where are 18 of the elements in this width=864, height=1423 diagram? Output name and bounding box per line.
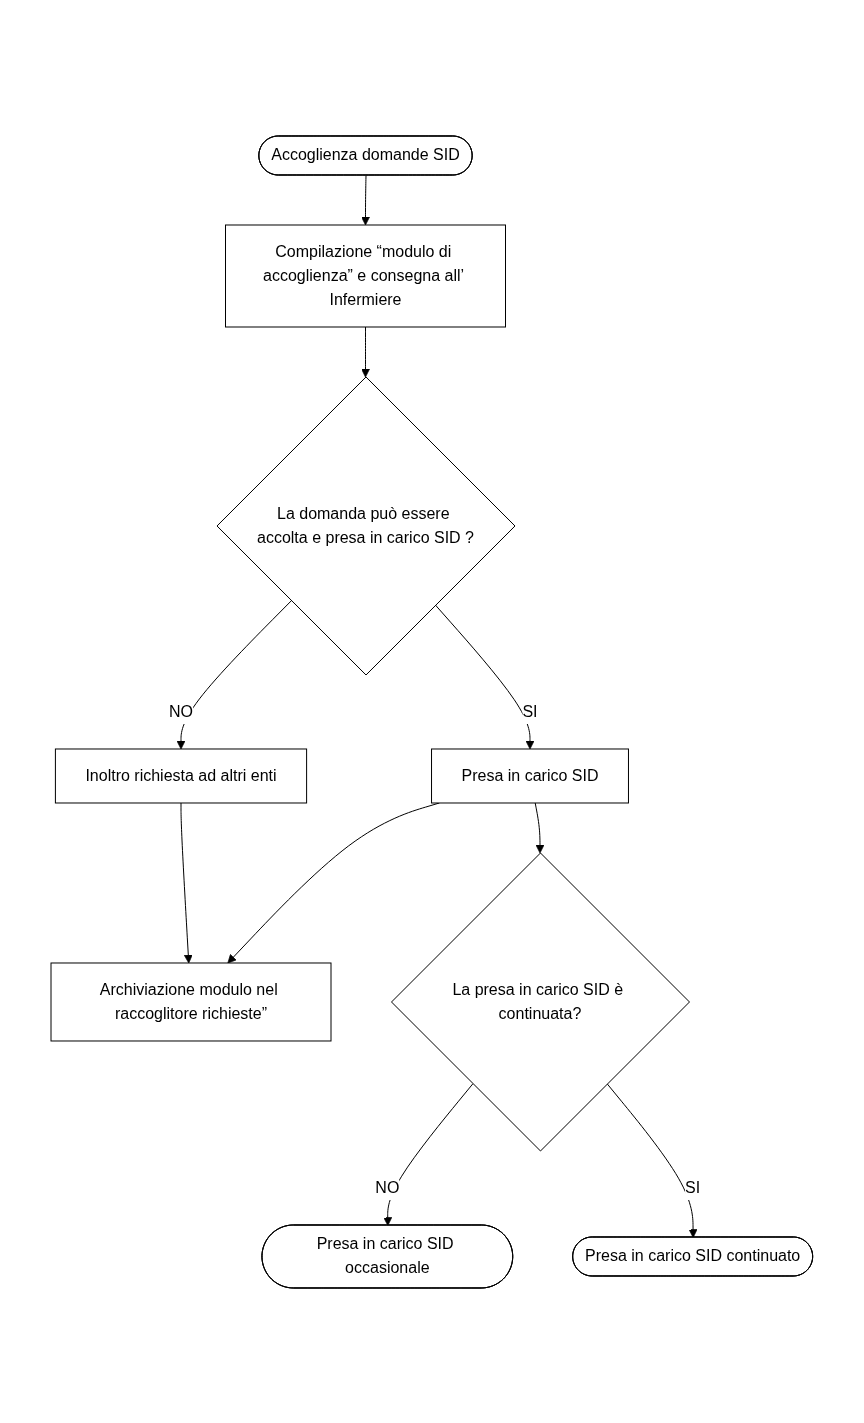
arrow xyxy=(383,1082,474,1226)
arrow xyxy=(180,802,193,963)
arrow xyxy=(534,802,545,853)
arrow xyxy=(176,599,292,749)
edge-label: NO xyxy=(169,702,194,720)
edge-label: NO xyxy=(375,1178,400,1196)
arrow xyxy=(435,604,535,749)
node-box: Archiviazione modulo nel raccoglitore richieste” xyxy=(50,962,332,1041)
node-diamond: La domanda può essere accolta e presa in carico SID ? xyxy=(216,376,516,675)
arrow xyxy=(361,174,371,225)
node-box: Compilazione “modulo di accoglienza” e consegna all’ Infermiere xyxy=(225,224,507,327)
node-box: Inoltro richiesta ad altri enti xyxy=(55,748,308,803)
edge-label: SI xyxy=(685,1178,701,1196)
node-diamond: La presa in carico SID è continuata? xyxy=(391,852,691,1151)
arrow xyxy=(361,326,371,377)
node-box: Presa in carico SID xyxy=(431,748,630,803)
arrow xyxy=(606,1082,698,1238)
edge-label: SI xyxy=(522,702,538,720)
